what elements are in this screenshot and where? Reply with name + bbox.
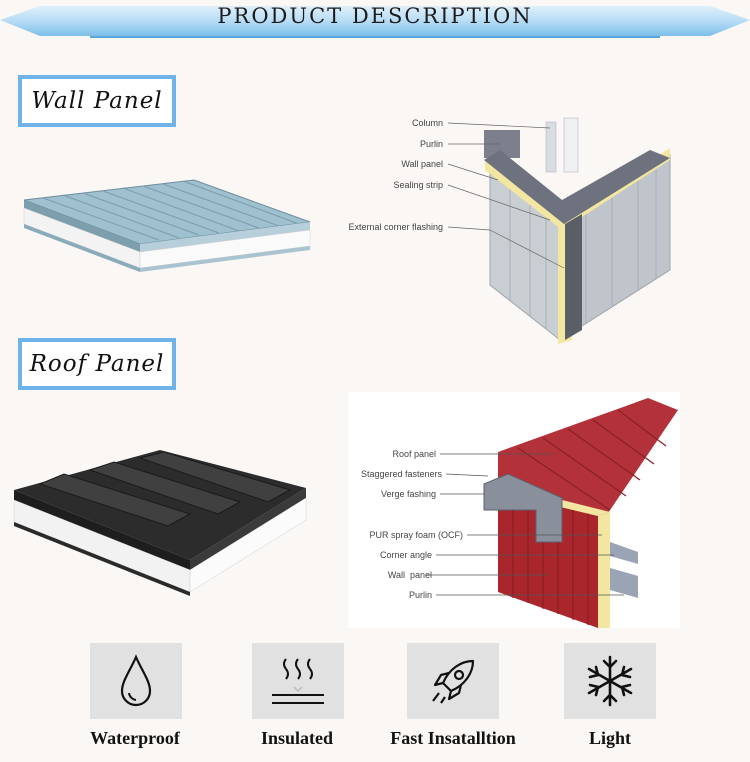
diagram-label-purlin: Purlin — [409, 590, 432, 600]
diagram-label-column: Column — [412, 118, 443, 128]
diagram-label-wall-panel: Wall panel — [401, 159, 443, 169]
diagram-label-sealing-strip: Sealing strip — [393, 180, 443, 190]
diagram-label-corner-angle: Corner angle — [380, 550, 432, 560]
roof-diagram: Roof panel Staggered fasteners Verge fas… — [361, 398, 678, 628]
diagram-label-staggered-fasteners: Staggered fasteners — [361, 469, 443, 479]
feature-light — [564, 643, 656, 719]
roof-panel-image — [13, 450, 307, 596]
feature-label-insulated: Insulated — [260, 728, 334, 748]
page-title: PRODUCT DESCRIPTION — [217, 4, 533, 28]
feature-fast-installation — [407, 643, 499, 719]
feature-label-light: Light — [588, 728, 631, 748]
diagram-label-purlin: Purlin — [420, 139, 443, 149]
banner-ribbon — [0, 6, 750, 38]
feature-label-waterproof: Waterproof — [90, 728, 180, 748]
diagram-label-wall-panel: Wall panel — [388, 570, 432, 580]
diagram-label-verge-flashing: Verge fashing — [381, 489, 436, 499]
wall-corner-diagram: Column Purlin Wall panel Sealing strip E… — [348, 117, 671, 344]
wall-panel-image — [23, 179, 311, 272]
rocket-icon — [432, 659, 475, 704]
feature-insulated — [252, 643, 344, 719]
roof-panel-label: Roof Panel — [18, 338, 176, 390]
heat-waves-icon — [272, 658, 324, 704]
wall-panel-label: Wall Panel — [18, 75, 176, 127]
water-drop-icon — [120, 654, 152, 707]
diagram-label-roof-panel: Roof panel — [392, 449, 436, 459]
feature-waterproof — [90, 643, 182, 719]
diagram-label-pur-foam: PUR spray foam (OCF) — [369, 530, 463, 540]
snowflake-icon — [587, 655, 633, 707]
feature-label-fast-installation: Fast Insatalltion — [390, 728, 516, 748]
banner: PRODUCT DESCRIPTION — [0, 0, 750, 40]
diagram-label-corner-flashing: External corner flashing — [348, 222, 443, 232]
